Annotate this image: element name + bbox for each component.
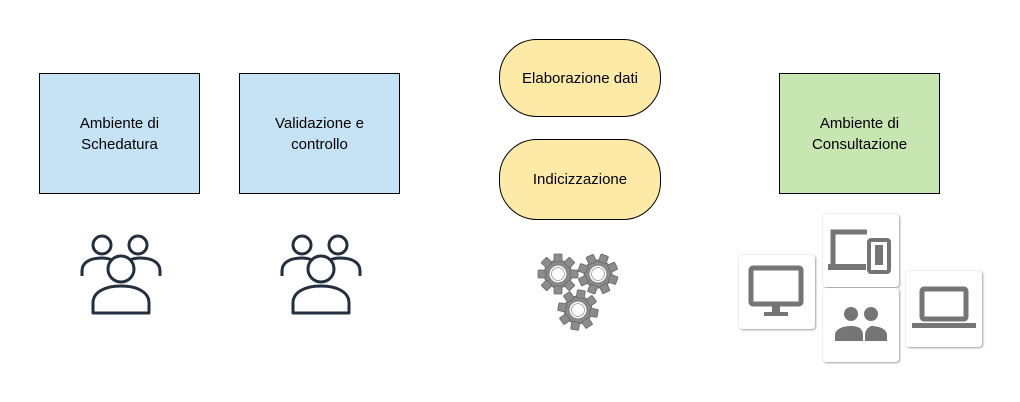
gears-icon: [537, 252, 624, 334]
laptop-card: [906, 271, 982, 347]
people-group-icon: [835, 307, 887, 341]
validazione-label: Validazione e controllo: [275, 114, 364, 153]
validazione-box: Validazione e controllo: [239, 73, 400, 194]
users-group-icon-2: [280, 234, 362, 315]
users-group-icon: [80, 234, 162, 315]
elaborazione-pill: Elaborazione dati: [499, 39, 661, 117]
elaborazione-label: Elaborazione dati: [522, 69, 638, 87]
people-card: [823, 288, 899, 362]
indicizzazione-label: Indicizzazione: [532, 171, 628, 188]
indicizzazione-pill: Indicizzazione: [499, 139, 661, 220]
schedatura-label: Ambiente di Schedatura: [79, 114, 160, 153]
laptop-icon: [912, 286, 976, 328]
consultazione-label: Ambiente di Consultazione: [811, 114, 908, 153]
desktop-mobile-devices-icon: [828, 229, 891, 274]
desktop-monitor-icon: [748, 265, 804, 316]
schedatura-box: Ambiente di Schedatura: [39, 73, 200, 194]
devices-card: [823, 214, 899, 287]
consultazione-box: Ambiente di Consultazione: [779, 73, 940, 194]
monitor-card: [739, 255, 815, 329]
